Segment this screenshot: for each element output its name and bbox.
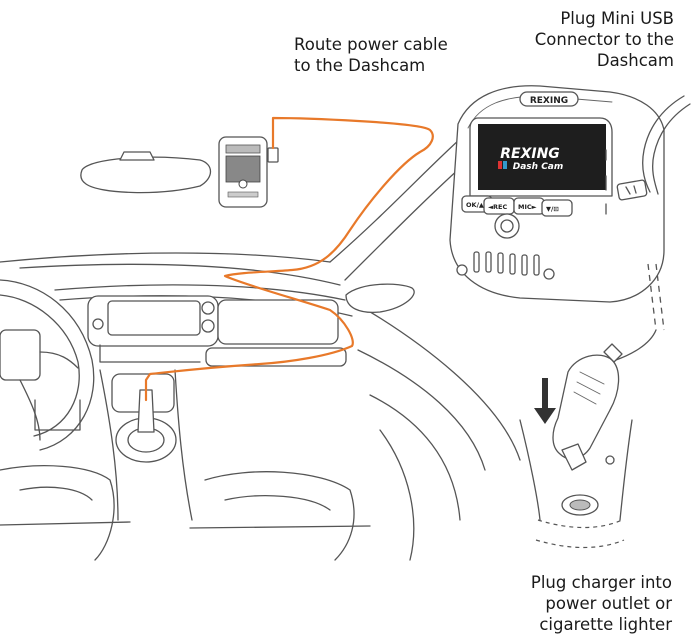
down-arrow-icon <box>534 378 556 424</box>
btn-down-label: ▼/⊡ <box>546 205 559 213</box>
btn-mic-label: MIC► <box>518 203 537 211</box>
route-cable-line-1: Route power cable <box>294 35 448 54</box>
plug-charger-line-1: Plug charger into <box>530 573 672 592</box>
power-cable-route <box>144 116 434 402</box>
charger-closeup <box>519 263 665 549</box>
plug-usb-line-3: Dashcam <box>596 51 674 70</box>
btn-ok-label: OK/▲ <box>466 201 484 209</box>
plug-usb-line-1: Plug Mini USB <box>560 9 674 28</box>
plug-usb-label: Plug Mini USB Connector to the Dashcam <box>535 8 674 71</box>
plug-charger-line-2: power outlet or <box>545 594 672 613</box>
mini-usb-cable <box>616 95 691 201</box>
dashcam-screen <box>478 124 606 190</box>
btn-rec-label: ◄REC <box>488 203 507 211</box>
screen-logo-text: REXING <box>500 146 560 162</box>
plug-charger-label: Plug charger into power outlet or cigare… <box>531 572 672 635</box>
plug-usb-line-2: Connector to the <box>534 30 674 49</box>
plug-charger-line-3: cigarette lighter <box>539 615 672 634</box>
route-cable-label: Route power cable to the Dashcam <box>294 34 448 76</box>
small-dashcam <box>218 136 279 208</box>
route-cable-line-2: to the Dashcam <box>294 56 426 75</box>
dashcam-brand-text: REXING <box>530 96 568 106</box>
dashcam-closeup: REXING REXING Dash Cam OK/▲ ◄REC MIC► ▼/… <box>449 85 665 303</box>
car-interior <box>0 129 521 561</box>
screen-subtitle-text: Dash Cam <box>513 162 564 172</box>
rear-view-mirror <box>80 151 212 194</box>
